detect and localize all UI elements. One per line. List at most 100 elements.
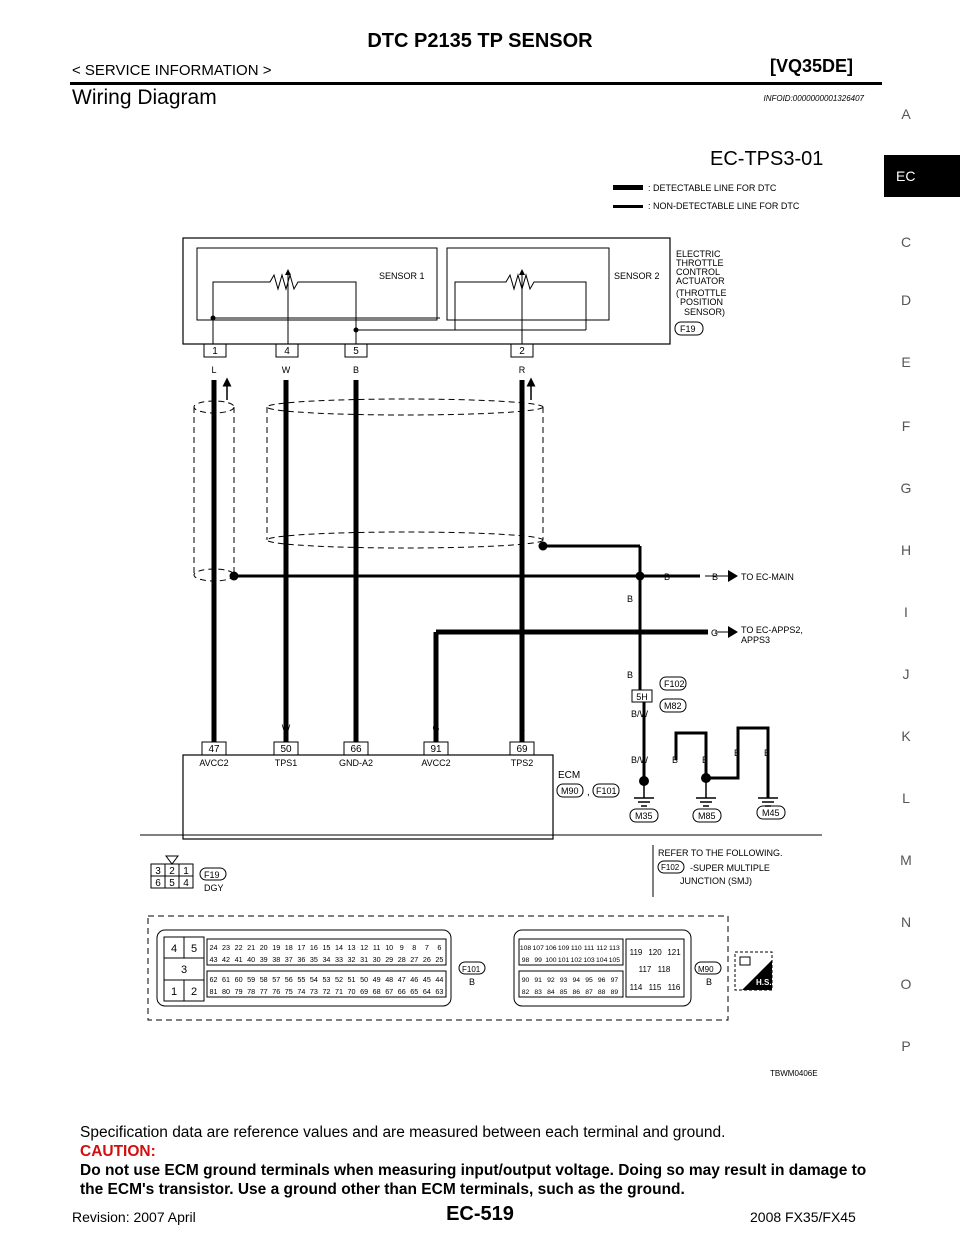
m90-pin-95: 95 [585, 977, 593, 984]
m90-pin-90: 90 [522, 977, 530, 984]
spec-note: Specification data are reference values … [80, 1124, 726, 1141]
svg-text:SENSOR): SENSOR) [684, 307, 725, 317]
svg-text:L: L [211, 723, 216, 733]
refer-line-2: -SUPER MULTIPLE [690, 863, 770, 873]
sidebar-item-e[interactable]: E [901, 354, 911, 370]
f101-pin-80: 80 [222, 987, 230, 996]
ecm-connector-frame [147, 915, 729, 1021]
svg-text:CONTROL: CONTROL [676, 267, 720, 277]
svg-text:5: 5 [191, 943, 197, 955]
m90-label: M90 [698, 965, 714, 974]
sidebar-item-g[interactable]: G [900, 480, 912, 496]
sidebar-item-o[interactable]: O [900, 976, 912, 992]
refer-connector-badge [657, 860, 685, 874]
smj-pin: 5H [636, 692, 648, 702]
sidebar-item-f[interactable]: F [901, 418, 911, 434]
smj-connector-badge [659, 676, 687, 691]
sidebar-item-m[interactable]: M [900, 852, 912, 868]
m90-pin-108: 108 [520, 945, 532, 952]
sidebar-item-p[interactable]: P [901, 1038, 911, 1054]
m90-pin-104: 104 [596, 957, 608, 964]
footer-model: 2008 FX35/FX45 [750, 1209, 856, 1225]
ecm-connector-2-badge [592, 783, 620, 798]
svg-text:116: 116 [668, 983, 681, 992]
f101-pin-58: 58 [260, 975, 268, 984]
svg-text:R: R [519, 365, 526, 375]
ecm-connector-2: F101 [596, 786, 617, 796]
f101-color: B [469, 977, 475, 987]
m90-badge [694, 961, 722, 975]
svg-text:118: 118 [658, 965, 671, 974]
svg-text:B: B [353, 365, 359, 375]
sidebar-item-a[interactable]: A [901, 106, 911, 122]
svg-text:THROTTLE: THROTTLE [676, 258, 724, 268]
f101-pin-51: 51 [348, 975, 356, 984]
m90-pin-89: 89 [611, 989, 619, 996]
f101-pin-46: 46 [410, 975, 418, 984]
sidebar-item-d[interactable]: D [900, 292, 912, 308]
f101-pin-45: 45 [423, 975, 431, 984]
f101-pin-53: 53 [322, 975, 330, 984]
svg-text:3: 3 [181, 964, 187, 976]
m90-pin-91: 91 [534, 977, 542, 984]
shield-dashes [193, 398, 544, 582]
f101-pin-11: 11 [373, 943, 380, 952]
svg-text:ELECTRIC: ELECTRIC [676, 249, 721, 259]
f101-pin-18: 18 [285, 943, 293, 952]
ground-color-2: B [702, 755, 708, 765]
ground-m85-badge [692, 808, 722, 823]
f101-pin-25: 25 [435, 955, 443, 964]
f101-pin-33: 33 [335, 955, 343, 964]
f101-pin-42: 42 [222, 955, 230, 964]
m90-pin-85: 85 [560, 989, 568, 996]
engine-code: [VQ35DE] [770, 56, 854, 76]
f101-pin-6: 6 [437, 943, 441, 952]
f101-pin-78: 78 [247, 987, 255, 996]
ecm-connector-separator: , [587, 787, 590, 798]
f101-pin-77: 77 [260, 987, 268, 996]
svg-text:3: 3 [155, 866, 161, 877]
sidebar-item-ec-active[interactable]: EC [884, 155, 960, 197]
f101-pin-26: 26 [423, 955, 431, 964]
ecm-pin-91: 91 [430, 744, 442, 755]
m90-pin-102: 102 [571, 957, 583, 964]
f101-pin-19: 19 [272, 943, 280, 952]
refer-line-3: JUNCTION (SMJ) [680, 876, 752, 886]
f101-pin-23: 23 [222, 943, 230, 952]
svg-text:114: 114 [630, 983, 643, 992]
sidebar-item-l[interactable]: L [902, 790, 910, 806]
m90-pin-112: 112 [596, 945, 607, 952]
ecm-terminal-names: AVCC2 TPS1 GND-A2 AVCC2 TPS2 [199, 758, 533, 768]
sidebar-item-k[interactable]: K [901, 728, 911, 744]
legend-nondetectable-label: : NON-DETECTABLE LINE FOR DTC [648, 201, 800, 211]
legend-nondetectable-swatch [613, 205, 643, 208]
m90-pin-106: 106 [545, 945, 557, 952]
junction-wire-color: B [627, 594, 633, 604]
svg-text:2: 2 [191, 986, 197, 998]
ground-m35: M35 [635, 811, 653, 821]
actuator-label: ELECTRIC THROTTLE CONTROL ACTUATOR (THRO… [676, 249, 727, 317]
f101-pin-44: 44 [435, 975, 443, 984]
f101-pin-30: 30 [373, 955, 381, 964]
svg-text:1: 1 [183, 866, 189, 877]
m90-pin-98: 98 [522, 957, 530, 964]
f101-pin-56: 56 [285, 975, 293, 984]
f101-pin-9: 9 [400, 943, 404, 952]
ground-wires [634, 726, 778, 807]
m90-pin-113: 113 [609, 945, 620, 952]
f101-pin-35: 35 [310, 955, 318, 964]
f101-pin-49: 49 [373, 975, 381, 984]
sidebar-item-j[interactable]: J [902, 666, 910, 682]
f101-pin-64: 64 [423, 987, 431, 996]
m90-pin-87: 87 [585, 989, 593, 996]
sidebar-item-n[interactable]: N [900, 914, 912, 930]
svg-text:R: R [519, 723, 526, 733]
sidebar-item-c[interactable]: C [900, 234, 912, 250]
sidebar-item-h[interactable]: H [900, 542, 912, 558]
svg-text:GND-A2: GND-A2 [339, 758, 373, 768]
svg-text:W: W [282, 723, 291, 733]
svg-text:6: 6 [155, 878, 161, 889]
shield-drain-wires [229, 541, 738, 742]
sidebar-item-i[interactable]: I [904, 604, 908, 620]
